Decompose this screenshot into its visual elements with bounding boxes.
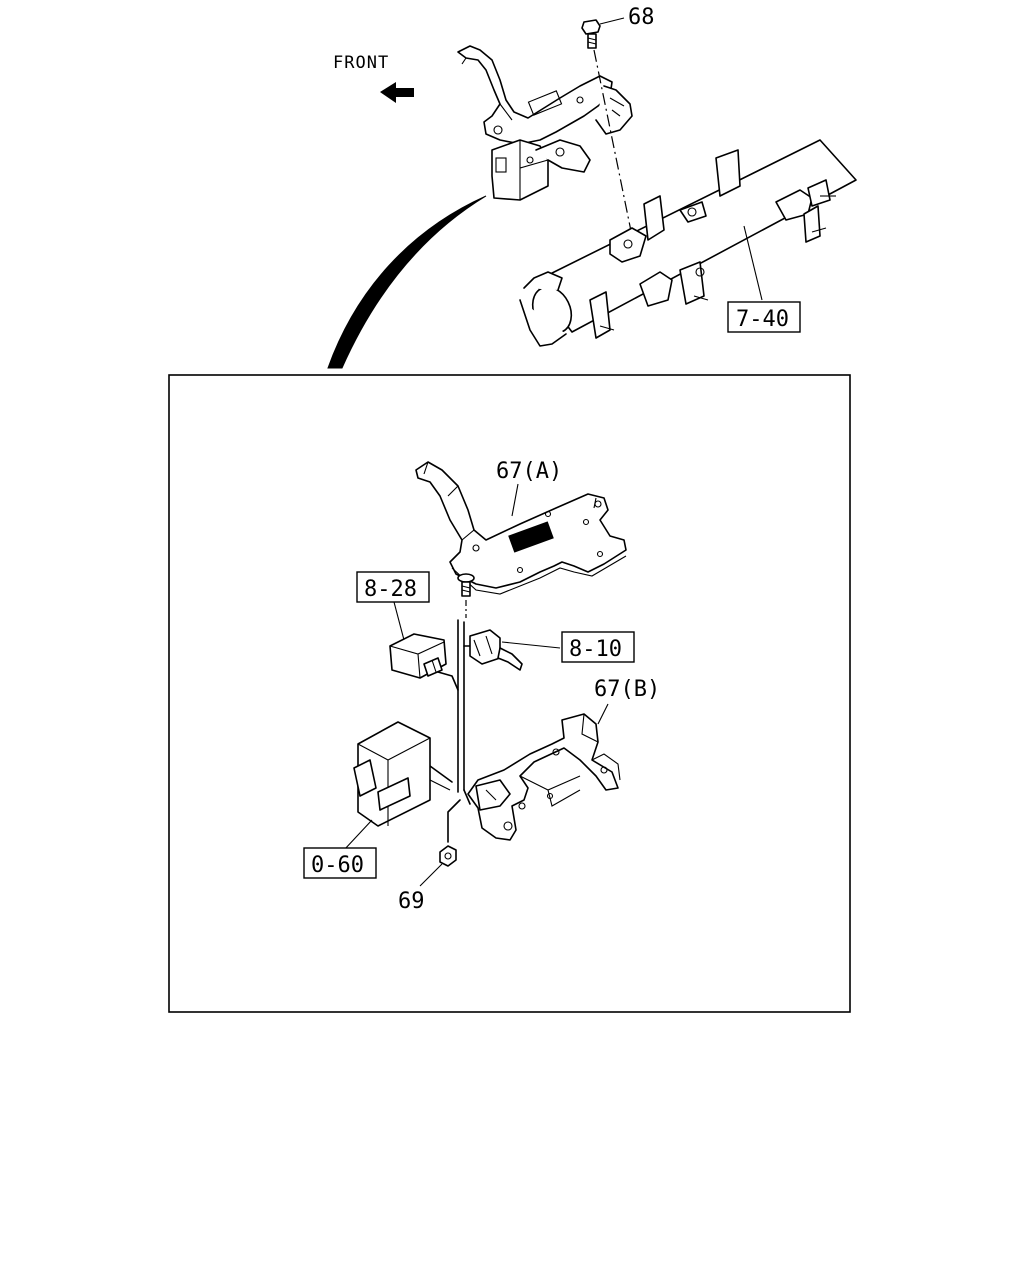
front-label: FRONT	[333, 53, 389, 73]
callout-8-28-box	[356, 571, 430, 603]
control-unit	[353, 721, 451, 827]
nut-69	[419, 845, 457, 887]
bolt-68	[581, 17, 625, 49]
cross-car-beam	[519, 139, 857, 347]
detail-frame	[168, 374, 851, 1013]
callout-7-40-box	[727, 301, 801, 333]
bracket-assembly-top	[457, 45, 633, 201]
wiring-harness	[429, 619, 473, 843]
callout-0-60: 0-60	[311, 853, 364, 878]
callout-8-28: 8-28	[364, 577, 417, 602]
bracket-67b	[467, 713, 621, 841]
callout-68: 68	[628, 5, 655, 30]
callout-67b: 67(B)	[594, 677, 660, 702]
callout-69: 69	[398, 889, 425, 914]
connector-8-10	[469, 629, 523, 671]
bracket-67a	[415, 461, 627, 595]
bolt-67a	[457, 573, 475, 618]
arrow-left-icon	[380, 82, 414, 103]
callout-0-60-box	[303, 847, 377, 879]
alignment-line-top	[593, 49, 633, 237]
callout-8-10-box	[561, 631, 635, 663]
callout-8-10: 8-10	[569, 637, 622, 662]
callout-67a: 67(A)	[496, 459, 562, 484]
callout-7-40: 7-40	[736, 307, 789, 332]
detail-link-curve	[327, 195, 487, 369]
